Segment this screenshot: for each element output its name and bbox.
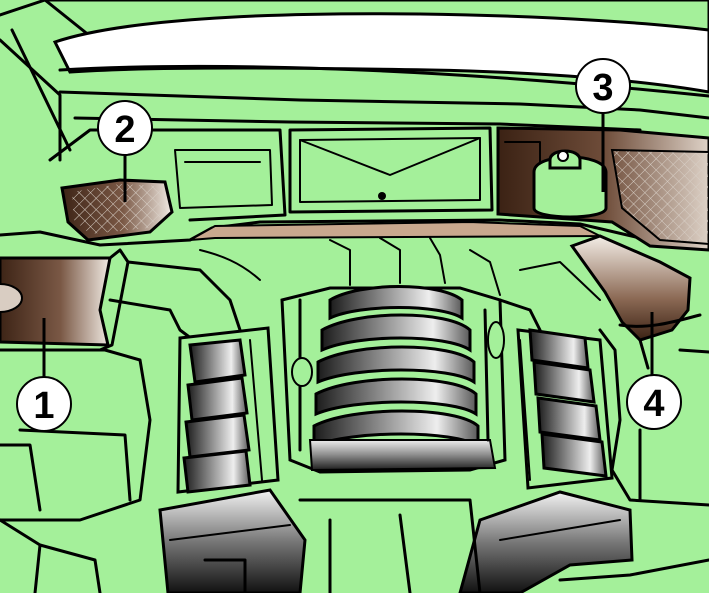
- right-air-duct: [569, 234, 702, 370]
- callout-3-circle: [575, 58, 631, 114]
- left-cowl-vent: [60, 178, 174, 242]
- lower-intake-ducts: [158, 488, 709, 593]
- hood: [0, 0, 709, 162]
- callout-4-number: 4: [643, 383, 664, 425]
- cowl-panel: [0, 90, 709, 250]
- callout-1: 1: [16, 376, 72, 432]
- callout-4: 4: [626, 374, 682, 430]
- callout-2-number: 2: [114, 109, 135, 151]
- intake-manifold: [280, 237, 507, 474]
- callout-3-number: 3: [592, 67, 613, 109]
- callout-2-circle: [97, 100, 153, 156]
- right-fender-area: [498, 261, 709, 507]
- left-cylinder-bank: [176, 326, 280, 494]
- callout-1-circle: [16, 376, 72, 432]
- callout-4-circle: [626, 374, 682, 430]
- callout-3: 3: [575, 58, 631, 114]
- right-cylinder-bank: [516, 328, 614, 490]
- left-fender-panel: [0, 248, 130, 352]
- callout-1-number: 1: [33, 385, 54, 427]
- callout-2: 2: [97, 100, 153, 156]
